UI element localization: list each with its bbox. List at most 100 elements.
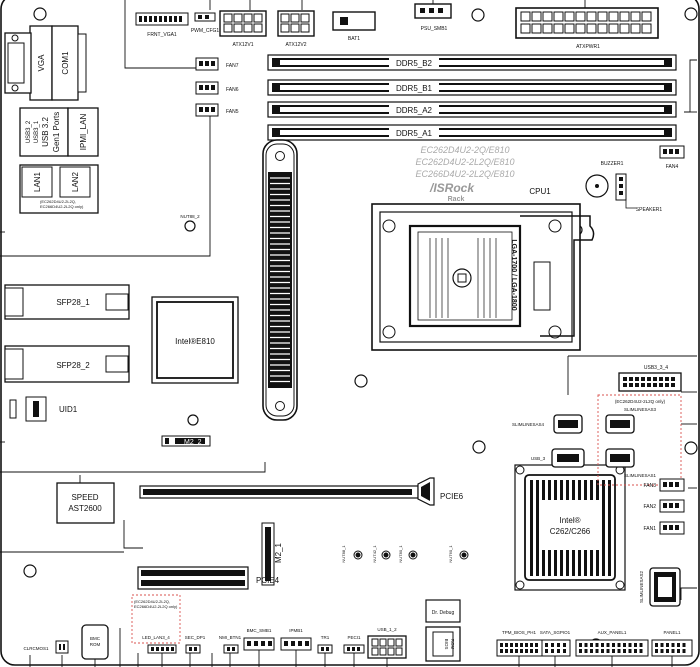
slimline-note-box: (EC262D4U2-2L2Q only) SLIMLINESAS3 <box>597 394 682 486</box>
clrcmos-jumper[interactable]: CLRCMOS1 <box>23 640 69 654</box>
model-names: EC262D4U2-2Q/E810 EC262D4U2-2L2Q/E810 EC… <box>415 145 514 179</box>
usb-ports[interactable]: USB3_2 USB3_1 USB 3.2 Gen1 Ports <box>19 107 69 157</box>
psu-smb-connector[interactable]: PSU_SMB1 <box>414 3 452 32</box>
sfp28-1-cage[interactable]: SFP28_1 <box>4 284 130 320</box>
dimm-a1-label: DDR5_A1 <box>396 129 433 138</box>
atx12v1-connector[interactable]: ATX12V1 <box>219 10 267 48</box>
fan6-label: FAN6 <box>226 87 239 93</box>
panel-header[interactable]: PANEL1 <box>651 630 693 657</box>
pcie4-slot[interactable]: PCIE4 <box>137 566 280 590</box>
slimline-sas1[interactable]: SLIMLINESAS1 <box>605 448 657 478</box>
brand-sub: Rack <box>448 196 465 203</box>
cpu-socket[interactable]: CPU1 LGA-1700 / LGA-1800 <box>371 187 595 351</box>
nut-3-label: NUT80_1 <box>398 545 403 563</box>
speaker-label: SPEAKER1 <box>636 207 663 213</box>
lan-ports[interactable]: LAN1 LAN2 (EC262D4U2-2L2Q, EC266D4U2-2L2… <box>19 164 99 214</box>
vga-port[interactable]: VGA <box>4 25 53 101</box>
uid-label: UID1 <box>59 405 78 414</box>
m2-2-label: M2_2 <box>184 439 202 446</box>
pcie6-slot[interactable]: PCIE6 <box>139 477 464 506</box>
fan6-header[interactable]: FAN6 <box>195 81 239 95</box>
sfp2-label: SFP28_2 <box>56 361 90 370</box>
pcie4-label: PCIE4 <box>256 576 280 585</box>
led-lan-label: LED_LAN3_4 <box>142 635 170 640</box>
frnt-vga-header[interactable]: FRNT_VGA1 <box>135 12 189 38</box>
usb-1-2-header[interactable]: USB_1_2 <box>367 627 407 659</box>
dimm-a2-label: DDR5_A2 <box>396 106 433 115</box>
asrock-logo: /ISRock Rack <box>429 181 475 203</box>
nmi-btn-label: NMI_BTN1 <box>219 635 242 640</box>
sec-dp-header[interactable]: SEC_DP1 <box>185 635 206 654</box>
bios-rom-line-2: ROM <box>450 639 455 650</box>
fan7-header[interactable]: FAN7 <box>195 57 239 71</box>
fan3-label: FAN3 <box>643 483 656 489</box>
intel-e810-chip: Intel®E810 <box>151 296 239 384</box>
ipmi-lan-port[interactable]: IPMI_LAN <box>67 107 99 157</box>
slimline-sas4[interactable]: SLIMLINESAS4 <box>512 414 583 434</box>
atx12v2-connector[interactable]: ATX12V2 <box>277 10 315 48</box>
usb-label-1: USB3_2 <box>26 120 32 143</box>
pch-chip: Intel® C262/C266 <box>514 464 626 591</box>
fan5-header[interactable]: FAN5 <box>195 103 239 117</box>
peci-label: PECI1 <box>347 635 361 640</box>
m2-2-slot[interactable]: M2_2 <box>161 435 211 447</box>
dimm-b1-label: DDR5_B1 <box>396 84 433 93</box>
fan3-header[interactable]: FAN3 <box>643 478 685 492</box>
speaker-header[interactable]: SPEAKER1 <box>615 173 663 213</box>
nut88-2-label: NUT88_2 <box>180 214 200 219</box>
leader-lines <box>0 0 697 600</box>
slimline-sas3[interactable] <box>605 414 635 434</box>
pch-line-1: Intel® <box>559 516 580 525</box>
com-label: COM1 <box>61 51 70 75</box>
fan7-label: FAN7 <box>226 63 239 69</box>
sata-sgpio-header[interactable]: SATA_SGPIO1 <box>540 630 571 657</box>
atxpwr-connector[interactable]: ATXPWR1 <box>515 7 659 50</box>
slimline-s1-label: SLIMLINESAS1 <box>624 473 657 478</box>
com-port[interactable]: COM1 <box>51 25 87 101</box>
tpm-header[interactable]: TPM_BIOS_PH1 <box>496 630 544 657</box>
frnt-vga-label: FRNT_VGA1 <box>147 32 177 38</box>
pwm-cfg-label: PWM_CFG1 <box>191 28 220 34</box>
clrcmos-label: CLRCMOS1 <box>23 646 49 651</box>
sfp1-label: SFP28_1 <box>56 298 90 307</box>
slimline-sas2[interactable]: SLIMLINESAS2 <box>639 567 681 607</box>
usb3-label: USB_3 <box>531 456 546 461</box>
atx12v2-label: ATX12V2 <box>285 42 306 48</box>
bmc-smb-header[interactable]: BMC_SMB1 <box>243 628 275 651</box>
fan4-label: FAN4 <box>666 164 679 170</box>
sata-sgpio-label: SATA_SGPIO1 <box>540 630 571 635</box>
vga-label: VGA <box>37 54 46 72</box>
fan2-header[interactable]: FAN2 <box>643 499 685 513</box>
buzzer: BUZZER1 <box>585 161 624 198</box>
uid-button[interactable]: UID1 <box>9 396 78 422</box>
dimm-slots[interactable]: DDR5_B2 DDR5_B1 DDR5_A2 DDR5_A1 <box>267 54 677 141</box>
usb3-header[interactable]: USB_3 <box>531 448 585 468</box>
atx12v1-label: ATX12V1 <box>232 42 253 48</box>
pch-line-2: C262/C266 <box>550 527 591 536</box>
pwm-cfg-header[interactable]: PWM_CFG1 <box>191 12 220 34</box>
ipmb-header[interactable]: IPMB1 <box>280 628 312 651</box>
slimline-s4-label: SLIMLINESAS4 <box>512 422 545 427</box>
fan2-label: FAN2 <box>643 504 656 510</box>
ipmi-lan-label: IPMI_LAN <box>79 114 88 151</box>
dr-debug-label: Dr. Debug <box>432 610 455 616</box>
bmc-chip: SPEED AST2600 <box>56 482 115 524</box>
fan1-header[interactable]: FAN1 <box>643 521 685 535</box>
led-lan-note-1: (EC262D4U2-2L2Q, <box>134 599 170 604</box>
e810-label: Intel®E810 <box>175 337 215 346</box>
atxpwr-label: ATXPWR1 <box>576 44 600 50</box>
vrm-heatsink <box>262 139 298 421</box>
m2-1-slot[interactable]: M2_1 <box>261 522 283 586</box>
usb-label-2: USB3_1 <box>34 120 40 143</box>
sfp28-2-cage[interactable]: SFP28_2 <box>4 345 130 383</box>
buzzer-label: BUZZER1 <box>601 161 624 167</box>
bios-rom: BIOS ROM <box>425 626 461 662</box>
fan1-label: FAN1 <box>643 526 656 532</box>
dr-debug: Dr. Debug <box>425 599 461 623</box>
model-3: EC266D4U2-2L2Q/E810 <box>415 169 514 179</box>
slimline-s3-label: SLIMLINESAS3 <box>624 407 657 412</box>
usb3-3-4-header[interactable]: USB3_3_4 <box>618 365 682 392</box>
nmi-btn-header[interactable]: NMI_BTN1 <box>219 635 242 654</box>
fan4-header[interactable]: FAN4 <box>659 145 685 170</box>
usb-label-3: USB 3.2 <box>41 117 50 147</box>
